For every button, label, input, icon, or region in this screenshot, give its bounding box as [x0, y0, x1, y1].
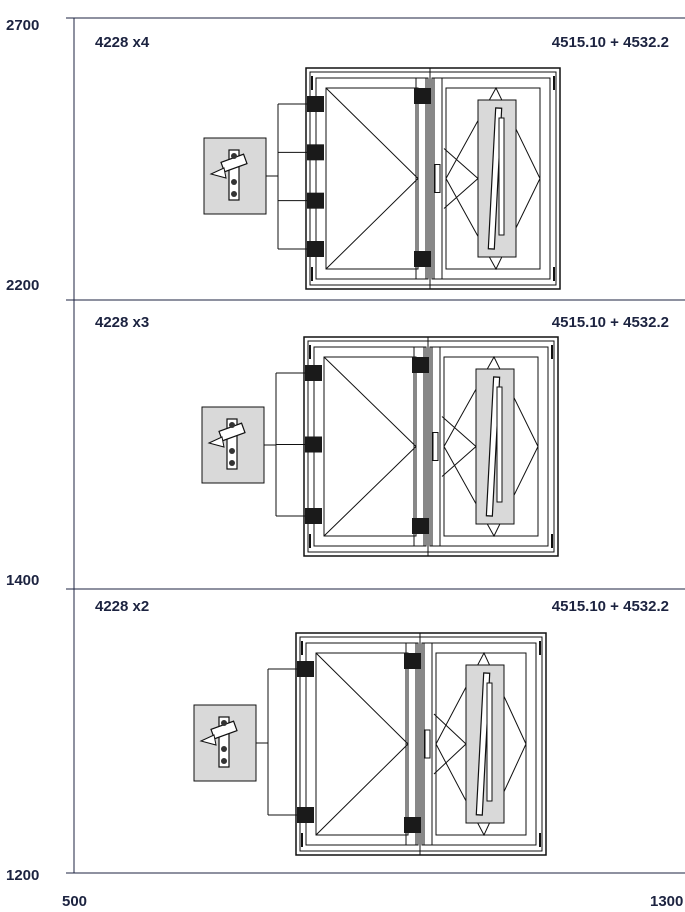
- lock-fitting-bar: [487, 107, 503, 250]
- hinge-detail-screw: [221, 746, 227, 752]
- hinge-block: [307, 192, 324, 209]
- window-drawing-2-hinges: [193, 632, 547, 856]
- hinge-block: [307, 144, 324, 161]
- left-sash: [305, 642, 419, 846]
- lock-fitting-leader: [433, 743, 467, 775]
- hinge-block: [305, 508, 322, 524]
- hinge-count-label: 4228 x3: [95, 314, 149, 331]
- window-outer-frame: [305, 67, 561, 290]
- window-inner-frame: [299, 636, 543, 852]
- window-inner-frame: [309, 71, 557, 286]
- window-handle: [434, 164, 441, 193]
- fitting-code-label: 4515.10 + 4532.2: [552, 34, 669, 51]
- right-sash: [431, 346, 549, 547]
- mullion-strip: [415, 77, 427, 280]
- hinge-block: [297, 661, 314, 677]
- y-tick-label: 1200: [6, 867, 39, 884]
- hinge-count-label: 4228 x4: [95, 34, 150, 51]
- mullion-hinge-block: [404, 817, 421, 833]
- lock-fitting-bar: [498, 117, 505, 236]
- lock-fitting-leader: [443, 178, 479, 209]
- lock-fitting-leader: [441, 416, 477, 447]
- x-tick-label: 1300: [650, 893, 683, 910]
- lock-fitting-leader: [443, 148, 479, 179]
- fitting-code-label: 4515.10 + 4532.2: [552, 598, 669, 615]
- window-drawing-3-hinges: [201, 336, 559, 557]
- left-sash-opening-triangle: [325, 87, 419, 270]
- hinge-detail-screw: [231, 153, 237, 159]
- window-handle: [424, 729, 431, 759]
- fitting-code-label: 4515.10 + 4532.2: [552, 314, 669, 331]
- lock-fitting-bar: [475, 672, 491, 816]
- window-handle: [432, 432, 439, 461]
- hinge-detail-body: [228, 149, 240, 201]
- hinge-detail-screw: [229, 460, 235, 466]
- lock-fitting-leader: [433, 713, 467, 745]
- mullion-strip: [405, 642, 417, 846]
- right-sash: [423, 642, 537, 846]
- left-sash-opening-triangle: [315, 652, 409, 836]
- hinge-detail-screw: [231, 191, 237, 197]
- hinge-detail-tip: [199, 734, 217, 746]
- hinge-detail-body: [226, 418, 238, 470]
- hinge-detail-screw: [231, 179, 237, 185]
- window-outer-frame: [303, 336, 559, 557]
- hinge-block: [305, 436, 322, 453]
- hinge-block: [307, 96, 324, 112]
- hinge-detail-screw: [221, 720, 227, 726]
- hinge-block: [307, 241, 324, 257]
- hinge-count-label: 4228 x2: [95, 598, 149, 615]
- hinge-block: [297, 807, 314, 823]
- hinge-detail-tip: [209, 167, 227, 179]
- mullion-hinge-block: [412, 518, 429, 534]
- hinge-detail-screw: [229, 422, 235, 428]
- lock-fitting-bar: [496, 386, 503, 503]
- hinge-block: [305, 365, 322, 381]
- right-sash: [433, 77, 551, 280]
- hinge-detail-screw: [221, 758, 227, 764]
- y-tick-label: 1400: [6, 572, 39, 589]
- y-tick-label: 2200: [6, 277, 39, 294]
- mullion-strip: [413, 346, 425, 547]
- x-tick-label: 500: [62, 893, 87, 910]
- mullion-hinge-block: [414, 251, 431, 267]
- window-drawing-4-hinges: [203, 67, 561, 290]
- lock-fitting-bar: [486, 682, 493, 802]
- y-tick-label: 2700: [6, 17, 39, 34]
- left-sash-opening-triangle: [323, 356, 417, 537]
- left-sash: [315, 77, 429, 280]
- hinge-detail-tip: [207, 436, 225, 448]
- mullion-hinge-block: [412, 357, 429, 373]
- lock-fitting-bar: [485, 376, 501, 517]
- hinge-detail-screw: [229, 448, 235, 454]
- mullion-hinge-block: [404, 653, 421, 669]
- lock-fitting-leader: [441, 446, 477, 477]
- mullion-hinge-block: [414, 88, 431, 104]
- hinge-detail-body: [218, 716, 230, 768]
